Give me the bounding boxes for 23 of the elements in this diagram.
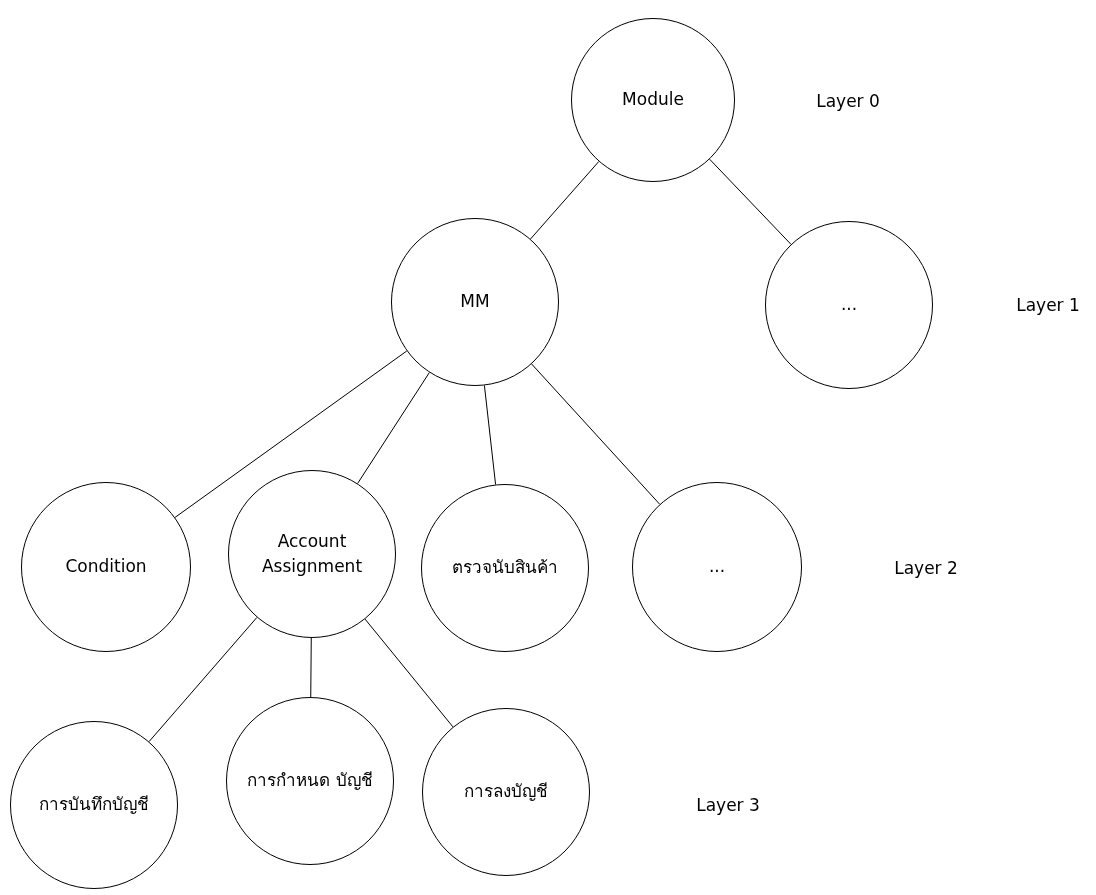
connector-line (530, 161, 600, 240)
connector-line (310, 637, 312, 698)
node-label: ... (840, 293, 858, 317)
node-label: Account Assignment (260, 529, 364, 578)
layer-label: Layer 3 (696, 795, 760, 815)
connector-line (174, 350, 408, 518)
layer-label: Layer 2 (894, 558, 958, 578)
node-label: Condition (65, 555, 147, 579)
layer-label: Layer 1 (1016, 295, 1080, 315)
connector-line (364, 618, 454, 728)
node-label: MM (460, 290, 490, 314)
layer-label: Layer 0 (816, 91, 880, 111)
node-label: การบันทึกบัญชี (39, 793, 149, 817)
connector-line (148, 616, 258, 743)
connector-line (483, 384, 497, 486)
connector-line (357, 372, 430, 484)
node-label: ... (708, 555, 726, 579)
node-label: Module (622, 88, 684, 112)
connector-line (531, 363, 661, 505)
connector-line (709, 158, 792, 245)
node-label: การกำหนด บัญชี (247, 769, 373, 793)
node-label: ตรวจนับสินค้า (452, 556, 558, 580)
node-label: การลงบัญชี (464, 780, 548, 804)
